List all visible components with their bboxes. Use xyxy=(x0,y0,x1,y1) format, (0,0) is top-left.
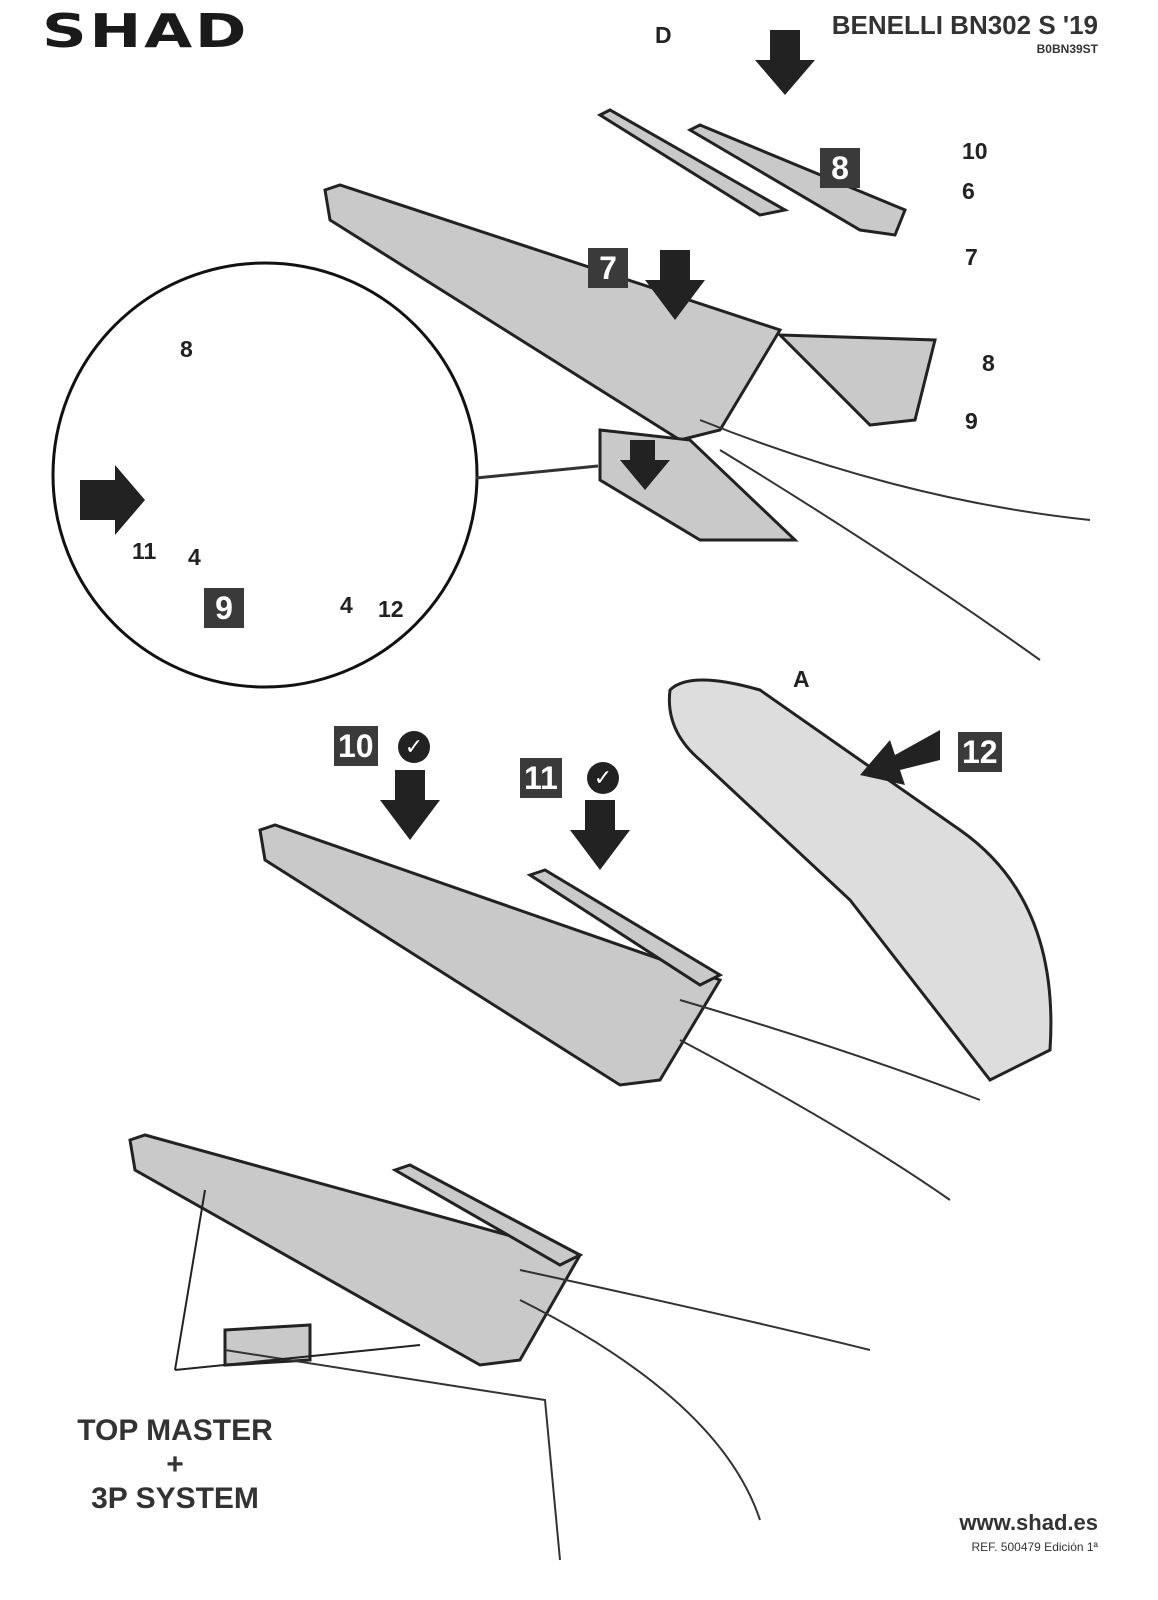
rear-rack-plate-top xyxy=(323,183,783,442)
side-case-rail xyxy=(224,1349,561,1561)
part-label-10: 10 xyxy=(962,138,988,164)
system-line-2: + xyxy=(166,1448,184,1481)
system-line-3: 3P SYSTEM xyxy=(91,1482,259,1515)
reference-text: REF. 500479 Edición 1ª xyxy=(971,1540,1098,1554)
rear-rack-plate-middle xyxy=(258,823,723,1087)
step-badge-7: 7 xyxy=(588,248,628,288)
grab-rail-right xyxy=(686,123,907,237)
step-badge-11: 11 xyxy=(520,758,562,798)
leader-lines xyxy=(174,1189,421,1371)
system-line-1: TOP MASTER xyxy=(77,1414,273,1447)
step-badge-9: 9 xyxy=(204,588,244,628)
side-case-frame xyxy=(223,1323,312,1367)
detail-label-11: 11 xyxy=(132,538,157,564)
check-icon-10: ✓ xyxy=(398,731,430,763)
step-badge-8: 8 xyxy=(820,148,860,188)
part-label-8: 8 xyxy=(982,350,995,376)
detail-label-4a: 4 xyxy=(188,544,201,570)
part-label-9: 9 xyxy=(965,408,978,434)
detail-circle xyxy=(51,261,479,689)
passenger-seat xyxy=(667,678,1053,1082)
arrow-icon-top xyxy=(755,30,815,95)
side-bracket-top xyxy=(598,428,799,542)
website-link[interactable]: www.shad.es xyxy=(959,1510,1098,1535)
check-icon-11: ✓ xyxy=(587,762,619,794)
bike-tail-bottom xyxy=(519,1269,871,1521)
grab-rail-left xyxy=(596,108,790,217)
detail-label-8: 8 xyxy=(180,336,193,362)
shad-logo: SHAD xyxy=(42,4,250,58)
step-badge-12: 12 xyxy=(958,732,1002,772)
arrow-icon-detail xyxy=(80,465,145,535)
system-caption: TOP MASTER + 3P SYSTEM xyxy=(70,1414,280,1516)
right-bracket-top xyxy=(776,333,937,427)
arrow-icon-step10 xyxy=(380,770,440,840)
part-label-6: 6 xyxy=(962,178,975,204)
rear-rack-plate-bottom xyxy=(128,1133,583,1367)
bike-tail-top xyxy=(699,419,1091,661)
model-title: BENELLI BN302 S '19 xyxy=(831,10,1098,40)
bike-tail-middle xyxy=(679,999,981,1201)
kit-code: B0BN39ST xyxy=(1036,42,1098,56)
detail-label-4b: 4 xyxy=(340,592,353,618)
part-label-A: A xyxy=(793,666,810,692)
arrow-icon-step7 xyxy=(645,250,705,320)
grab-rail-bottom xyxy=(391,1163,584,1267)
arrow-icon-bracket xyxy=(620,440,670,490)
step-badge-10: 10 xyxy=(334,726,378,766)
arrow-icon-step11 xyxy=(570,800,630,870)
grab-rail-middle xyxy=(526,868,724,987)
detail-label-12: 12 xyxy=(378,596,404,622)
part-label-7: 7 xyxy=(965,244,978,270)
arrow-icon-step12 xyxy=(860,730,940,785)
part-label-D: D xyxy=(655,22,672,48)
detail-leader xyxy=(475,464,599,480)
